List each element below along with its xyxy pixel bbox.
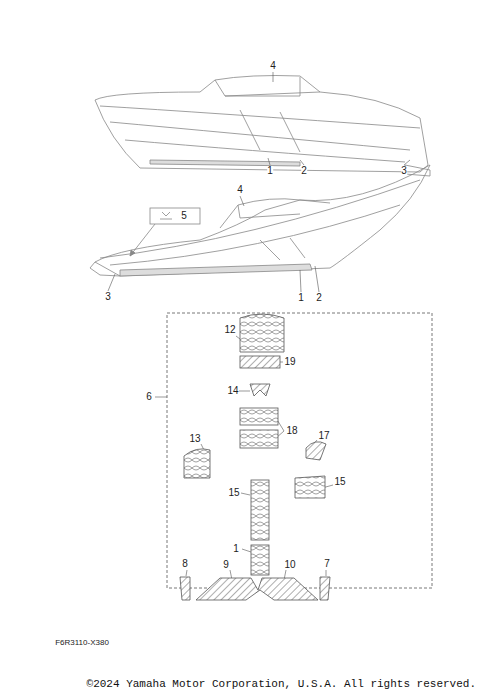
callout-number: 19 <box>284 357 295 367</box>
callout-number: 4 <box>237 185 243 195</box>
callout-number: 2 <box>301 166 307 176</box>
callout-number: 1 <box>233 544 239 554</box>
copyright-caption: ©2024 Yamaha Motor Corporation, U.S.A. A… <box>87 679 476 690</box>
callout-number: 10 <box>284 560 295 570</box>
callout-number: 2 <box>316 293 322 303</box>
callout-number: 15 <box>334 477 345 487</box>
callout-number: 9 <box>223 560 229 570</box>
callout-number: 12 <box>224 325 235 335</box>
callout-number: 17 <box>318 431 329 441</box>
callout-number: 1 <box>267 166 273 176</box>
drawing-code: F6R3110-X380 <box>55 639 109 647</box>
callout-number: 3 <box>105 292 111 302</box>
callout-number: 3 <box>401 166 407 176</box>
callout-number: 6 <box>146 392 152 402</box>
callout-number: 18 <box>286 426 297 436</box>
callout-number: 14 <box>227 386 238 396</box>
callout-number: 15 <box>228 488 239 498</box>
callout-number: 13 <box>189 434 200 444</box>
callout-number: 1 <box>298 293 304 303</box>
callout-number: 8 <box>182 559 188 569</box>
callout-number: 5 <box>181 211 187 221</box>
callout-number: 4 <box>270 61 276 71</box>
callout-number: 7 <box>324 559 330 569</box>
